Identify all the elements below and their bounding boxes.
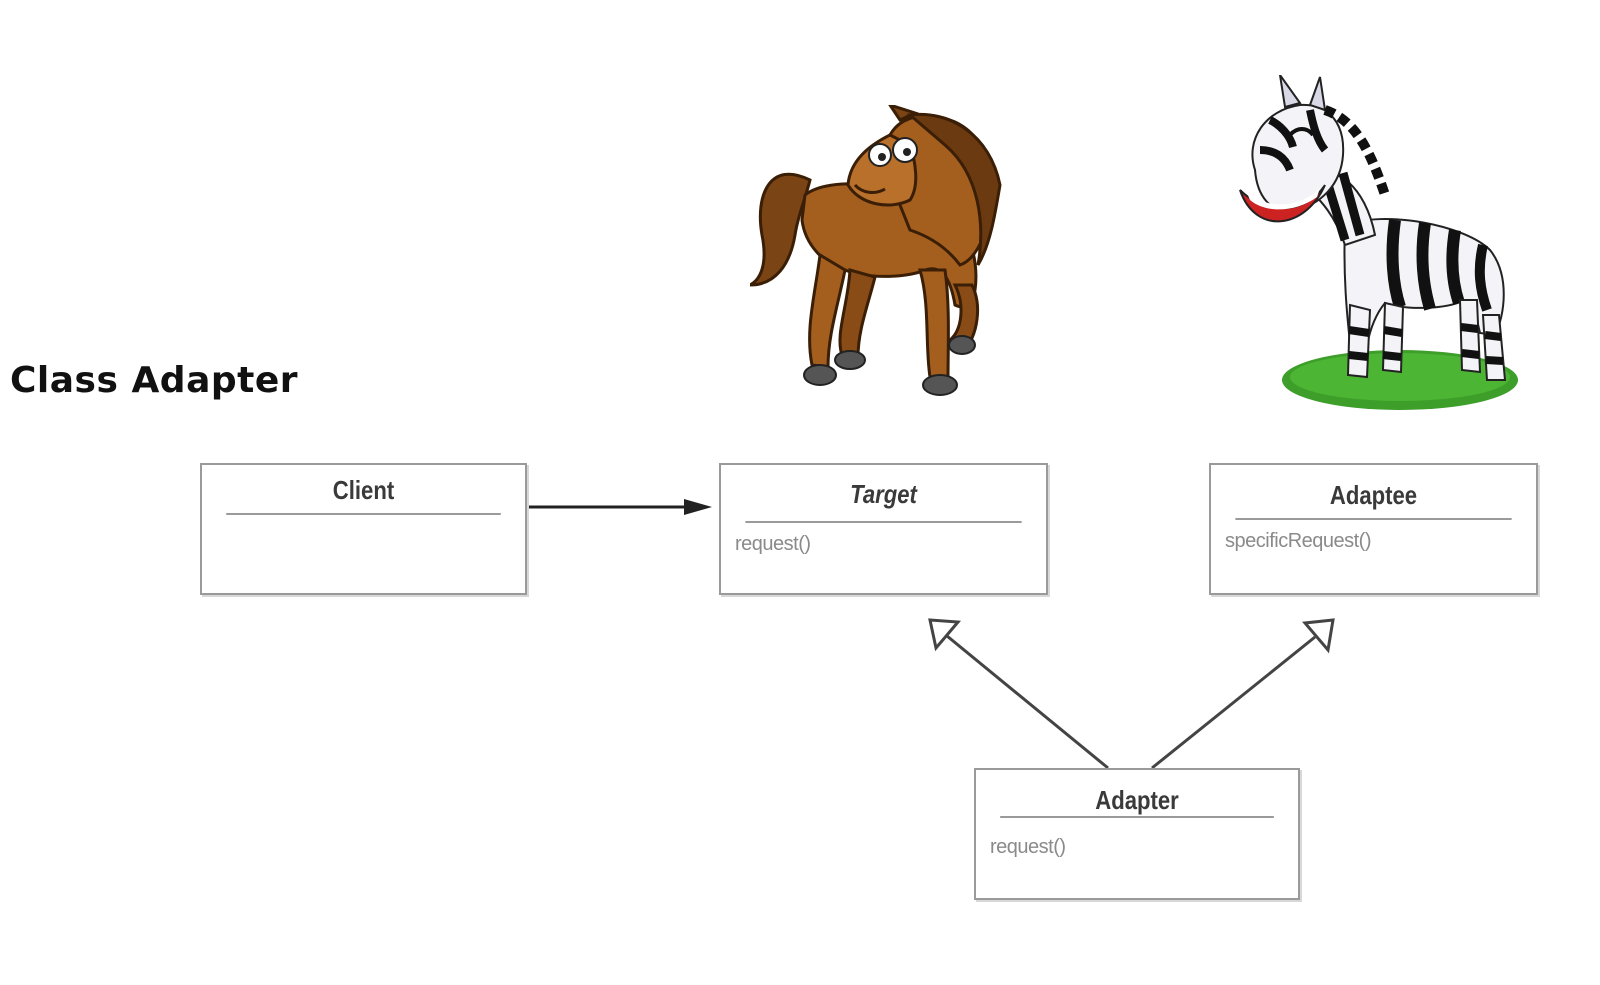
generalization-line-adaptee — [1151, 635, 1316, 770]
class-name-adapter: Adapter — [1000, 770, 1274, 818]
diagram-title: Class Adapter — [10, 360, 299, 401]
generalization-arrowhead-adaptee — [1302, 618, 1335, 654]
class-operations-adaptee: specificRequest() — [1225, 530, 1372, 552]
zebra-illustration — [1239, 75, 1518, 410]
class-operations-client — [202, 515, 525, 535]
class-box-adaptee: Adaptee specificRequest() — [1209, 463, 1538, 595]
class-name-client: Client — [226, 465, 501, 515]
class-box-target: Target request() — [719, 463, 1048, 595]
generalization-arrowhead-target — [928, 618, 962, 652]
class-operations-adapter: request() — [990, 836, 1066, 858]
generalization-line-target — [946, 634, 1109, 770]
class-box-adapter: Adapter request() — [974, 768, 1300, 900]
class-box-client: Client — [200, 463, 527, 595]
association-arrowhead — [684, 499, 712, 515]
class-name-adaptee: Adaptee — [1235, 465, 1512, 520]
horse-illustration — [750, 105, 1002, 396]
class-operations-target: request() — [735, 533, 811, 555]
class-name-target: Target — [745, 465, 1022, 523]
